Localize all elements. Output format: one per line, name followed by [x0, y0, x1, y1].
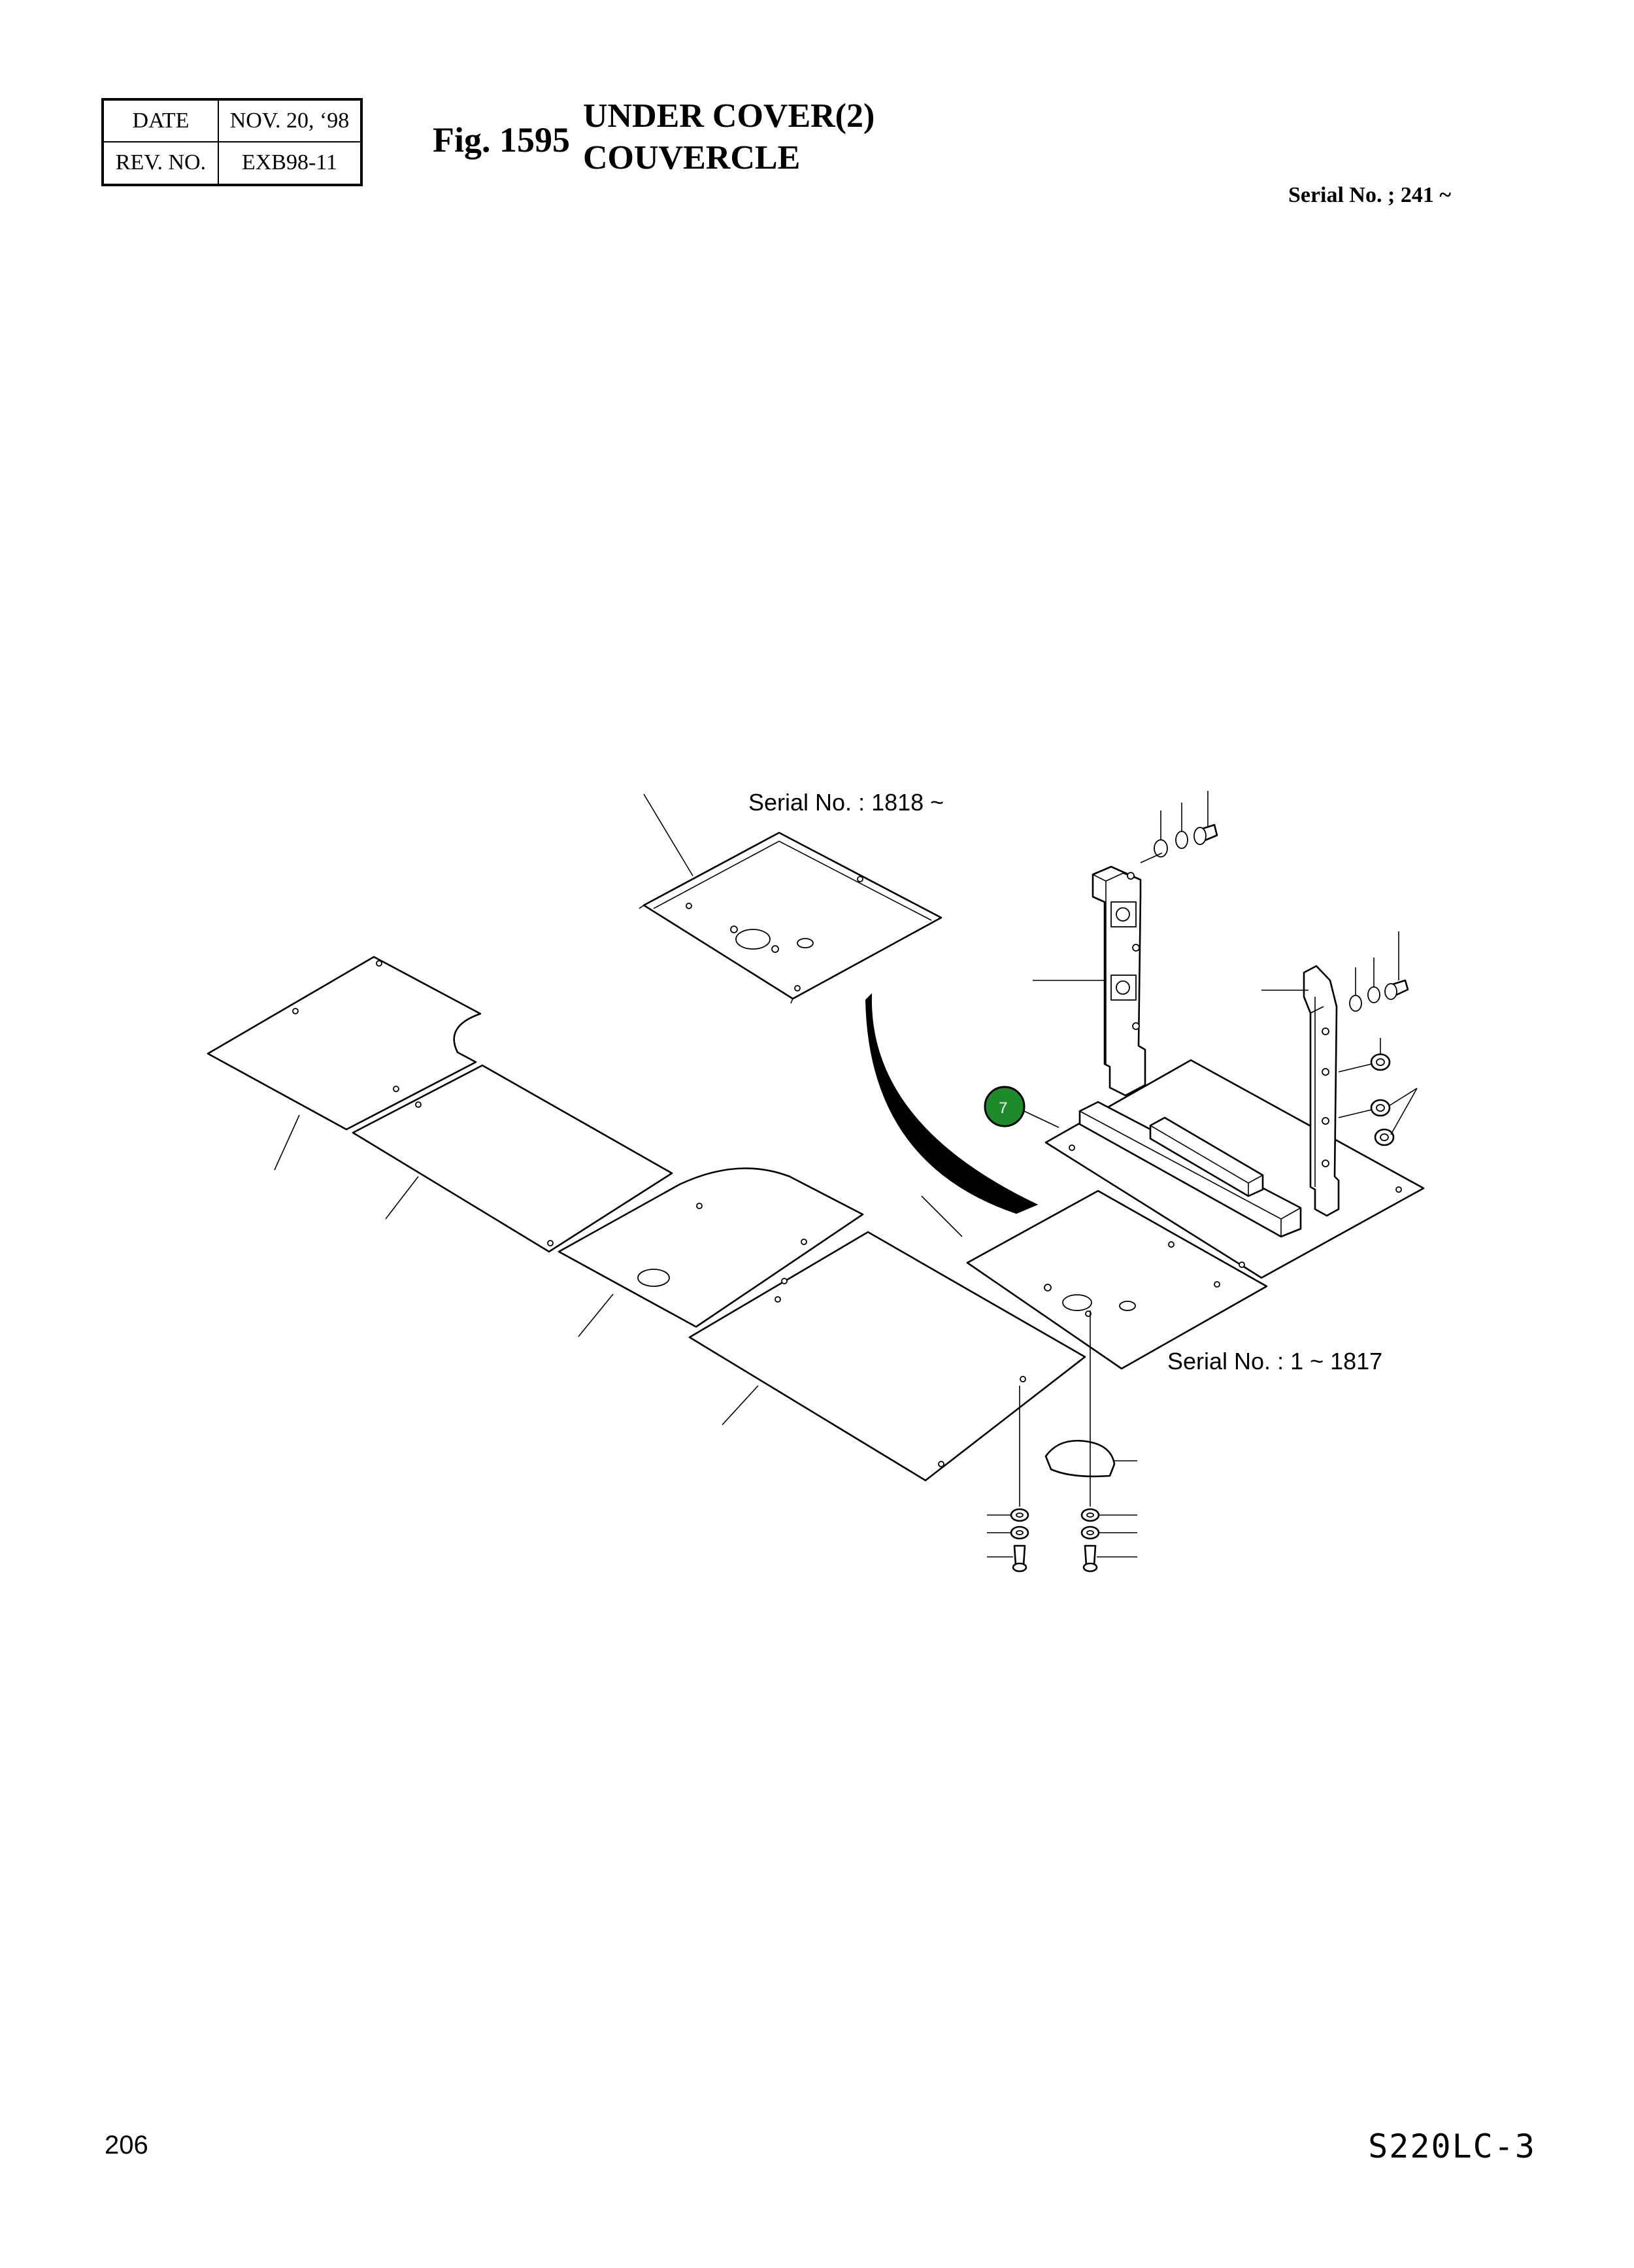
figure-title-french: COUVERCLE: [583, 139, 801, 176]
lower-cover-plate: [966, 1190, 1268, 1370]
bolts-right-stack: [1080, 1310, 1137, 1573]
bolt-and-washers-top-right: [1349, 931, 1409, 1012]
leader-left-end-plate: [274, 1114, 300, 1171]
left-middle-cover-plate: [352, 1064, 673, 1253]
revision-info-table: DATE NOV. 20, ‘98 REV. NO. EXB98-11: [101, 98, 363, 186]
serial-number-range: Serial No. ; 241 ~: [1288, 183, 1451, 207]
inspection-cover: [1044, 1439, 1116, 1478]
figure-title-english: UNDER COVER(2): [583, 97, 875, 135]
label-serial-upper: Serial No. : 1818 ~: [748, 789, 944, 816]
leader-lower-plate: [921, 1195, 963, 1237]
rubber-strip: [1078, 1101, 1302, 1238]
rev-label: REV. NO.: [104, 142, 219, 184]
label-serial-lower: Serial No. : 1 ~ 1817: [1167, 1348, 1382, 1375]
callout-7[interactable]: 7: [984, 1086, 1059, 1128]
left-end-cover-plate: [207, 956, 482, 1131]
bolts-left-stack: [987, 1386, 1029, 1573]
left-vertical-bracket: [1092, 865, 1146, 1097]
leader-front-plate: [722, 1385, 759, 1426]
replacement-arrow: [865, 993, 1039, 1214]
leader-center-plate: [578, 1293, 614, 1337]
rev-value: EXB98-11: [241, 150, 338, 175]
model-code: S220LC-3: [1368, 2127, 1536, 2165]
callout-7-marker[interactable]: [984, 1086, 1025, 1127]
leader-upper-plate: [643, 793, 693, 876]
front-large-cover-plate: [688, 1231, 1086, 1482]
page-number: 206: [105, 2131, 148, 2160]
date-label: DATE: [104, 101, 219, 142]
leader-left-middle-plate: [385, 1176, 419, 1220]
nuts-right-bracket: [1338, 1038, 1418, 1146]
bolt-and-washers-top-left: [1140, 791, 1218, 863]
date-value: NOV. 20, ‘98: [219, 101, 360, 142]
figure-number: Fig. 1595: [433, 120, 570, 159]
callout-7-number: 7: [999, 1099, 1007, 1117]
upper-cover-plate: [639, 831, 942, 1004]
center-cover-plate: [558, 1167, 864, 1328]
right-vertical-bracket: [1303, 965, 1340, 1217]
